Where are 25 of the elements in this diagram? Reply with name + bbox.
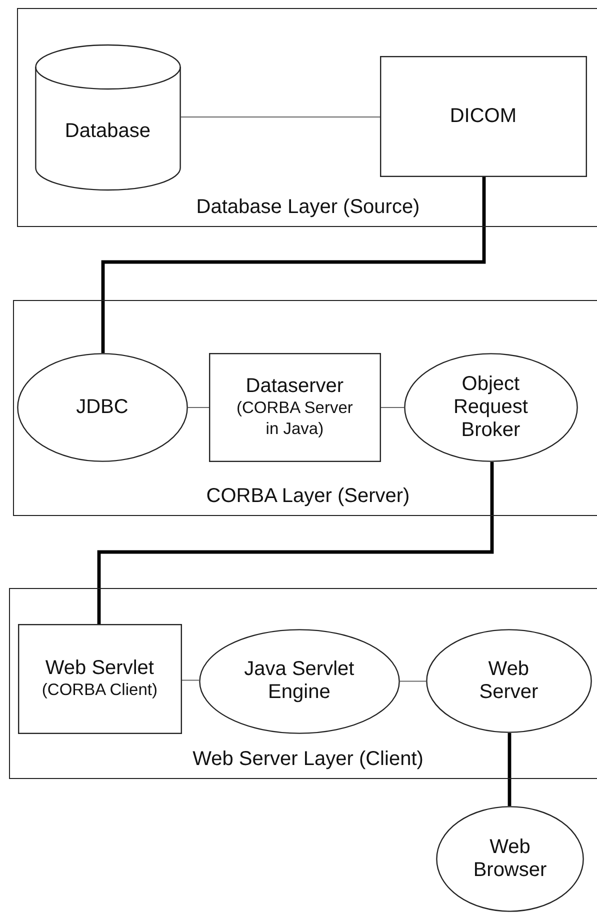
connector-line	[97, 462, 494, 624]
node-label: Web Server	[478, 658, 540, 704]
node-label: Web Servlet	[45, 656, 154, 680]
node-label: Java Servlet Engine	[243, 658, 356, 704]
connector-line	[188, 406, 209, 408]
node-label: Dataserver	[246, 374, 344, 398]
connector-line	[181, 116, 380, 118]
layer-panel	[9, 588, 597, 779]
node-label: Object Request Broker	[452, 372, 529, 442]
node-label: DICOM	[450, 104, 517, 128]
node-sublabel: (CORBA Client)	[42, 680, 158, 701]
connector-line	[101, 177, 486, 353]
node-sublabel: (CORBA Server in Java)	[235, 398, 354, 440]
connector-line	[400, 680, 426, 682]
layer-panel	[13, 300, 597, 516]
connector-line	[508, 733, 512, 806]
node-label: Web Browser	[472, 836, 548, 882]
node-label: Database	[64, 120, 150, 143]
layer-panel	[17, 8, 597, 227]
layer-label: Database Layer (Source)	[196, 196, 420, 219]
layer-label: CORBA Layer (Server)	[206, 485, 410, 508]
connector-line	[182, 680, 200, 681]
layer-label: Web Server Layer (Client)	[192, 748, 424, 771]
connector-line	[381, 406, 404, 408]
node-label: JDBC	[76, 396, 128, 419]
